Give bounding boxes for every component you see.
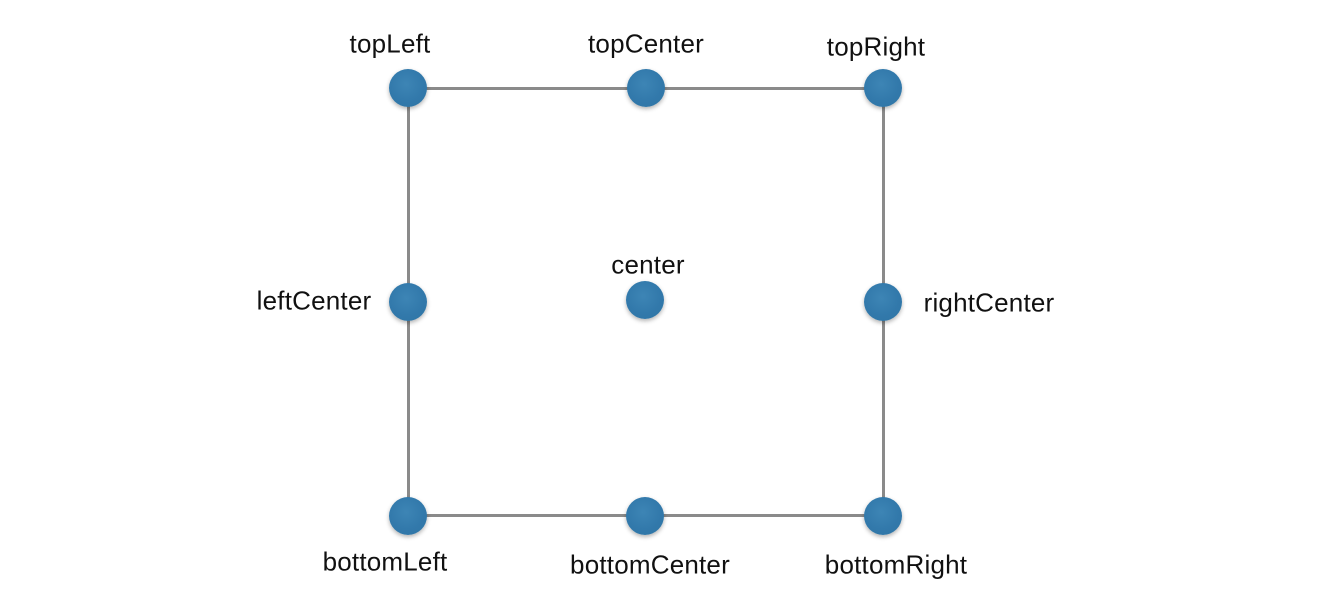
- point-label-center: center: [611, 249, 685, 280]
- point-dot-topRight: [864, 69, 902, 107]
- point-label-leftCenter: leftCenter: [256, 285, 372, 316]
- point-dot-topLeft: [389, 69, 427, 107]
- point-label-bottomCenter: bottomCenter: [570, 549, 730, 580]
- point-label-rightCenter: rightCenter: [923, 287, 1055, 318]
- point-dot-leftCenter: [389, 283, 427, 321]
- point-label-topRight: topRight: [826, 31, 926, 62]
- point-dot-bottomLeft: [389, 497, 427, 535]
- point-dot-bottomCenter: [626, 497, 664, 535]
- point-label-bottomLeft: bottomLeft: [322, 546, 448, 577]
- point-dot-topCenter: [627, 69, 665, 107]
- point-label-topLeft: topLeft: [349, 28, 431, 59]
- point-dot-rightCenter: [864, 283, 902, 321]
- point-dot-center: [626, 281, 664, 319]
- point-label-topCenter: topCenter: [588, 28, 704, 59]
- point-dot-bottomRight: [864, 497, 902, 535]
- point-label-bottomRight: bottomRight: [824, 549, 968, 580]
